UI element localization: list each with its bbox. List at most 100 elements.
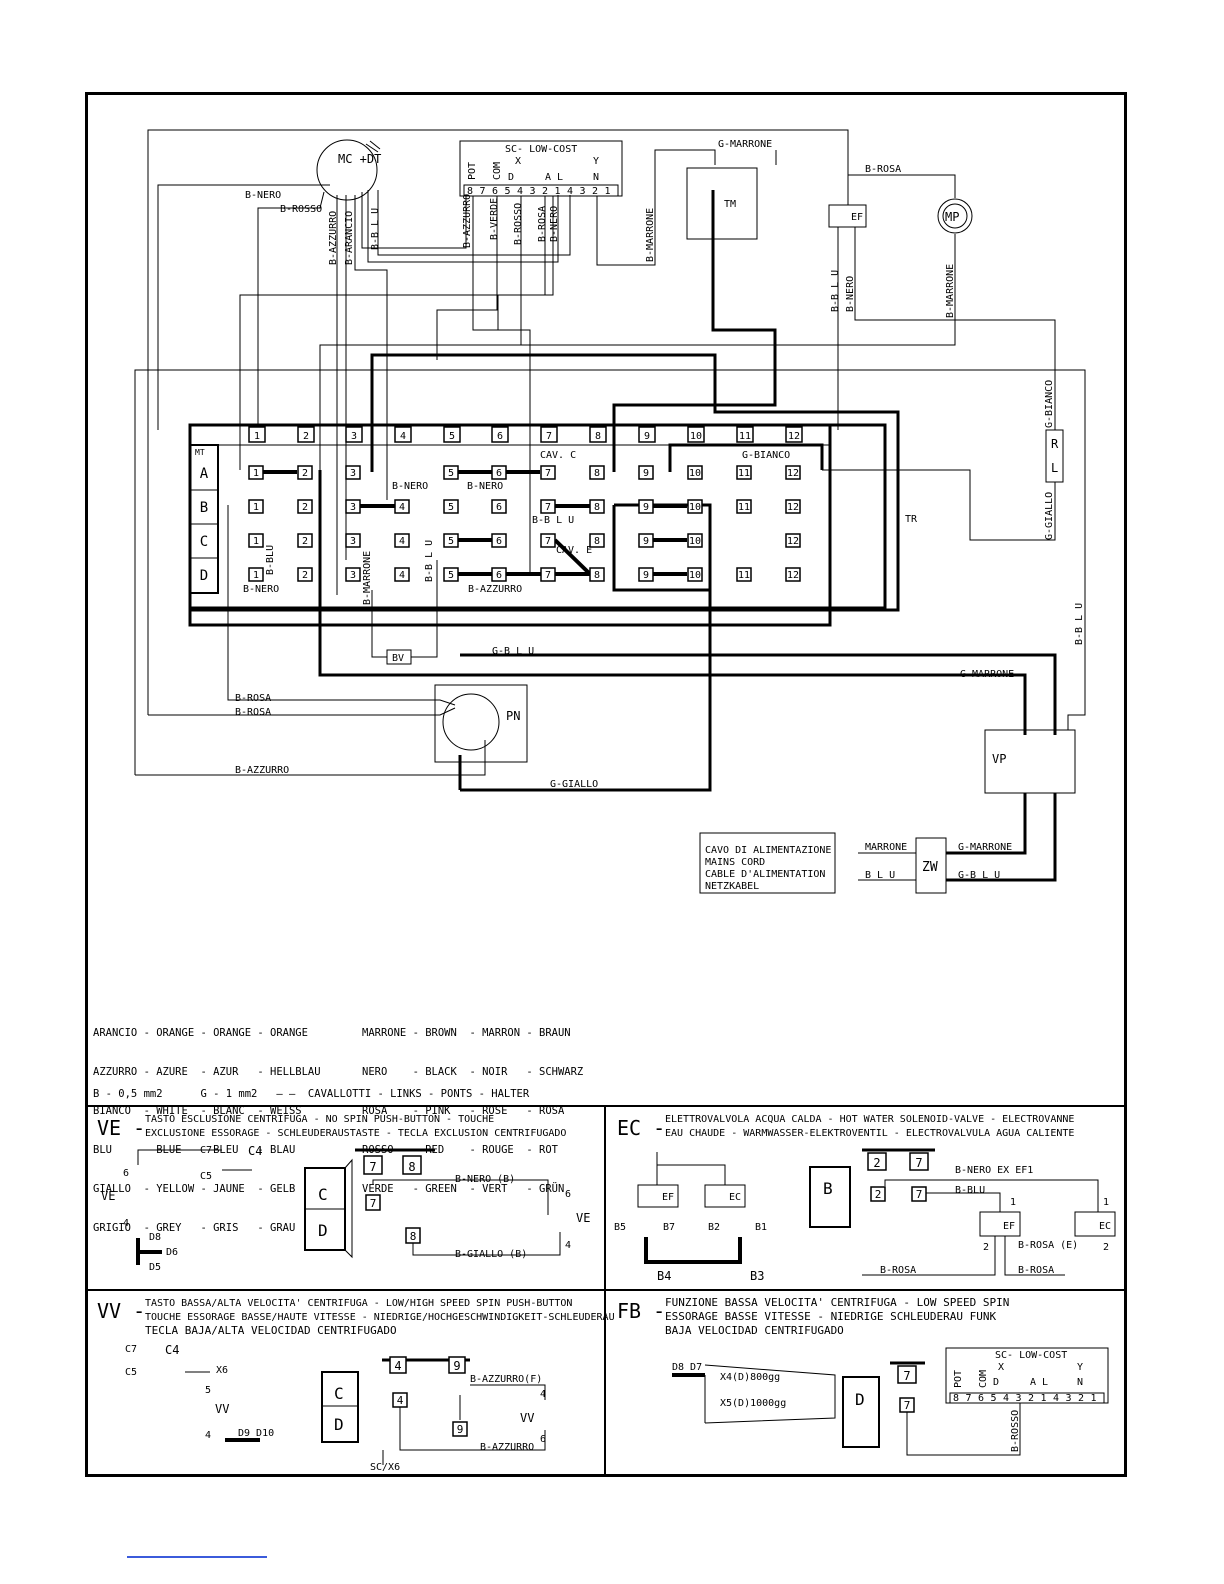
terminal-row-C-pin-7-box: [540, 533, 556, 548]
vv-azzurro: B-AZZURRO: [480, 1442, 534, 1453]
terminal-header-pin-8-box: [589, 426, 607, 443]
terminal-row-C-pin-2-box: [297, 533, 313, 548]
label-b-marrone-bd-v: B-MARRONE: [362, 551, 373, 605]
terminal-row-D-pin-11: 11: [738, 570, 750, 581]
ec-pin-2-lower: 2: [875, 1188, 882, 1201]
fb-sc-pin-1: 1: [1040, 1393, 1046, 1404]
ve-pin-8-lower-box: [405, 1227, 421, 1244]
terminal-row-A-pin-3-box: [345, 465, 361, 480]
fb-sc-pin-5: 5: [990, 1393, 996, 1404]
terminal-row-D-pin-7-box: [540, 567, 556, 582]
terminal-row-D-pin-7: 7: [545, 570, 551, 581]
footer-link-underline[interactable]: [127, 1556, 267, 1558]
ve-c4: C4: [248, 1144, 262, 1158]
terminal-row-B-pin-6: 6: [496, 502, 502, 513]
ec-pin-7-lower: 7: [916, 1188, 923, 1201]
sc-pin-8: 8: [467, 186, 473, 197]
fb-pin-7-box: [897, 1365, 917, 1384]
terminal-row-D-pin-9: 9: [643, 570, 649, 581]
vv-c7: C7: [125, 1344, 137, 1355]
vv-pc: C: [334, 1384, 344, 1403]
terminal-header-pin-12-box: [785, 426, 803, 443]
terminal-row-C-pin-5: 5: [448, 536, 454, 547]
terminal-header-pin-1-box: [248, 426, 266, 443]
ve-pin-8-box: [402, 1155, 422, 1175]
terminal-row-A-pin-1-box: [248, 465, 264, 480]
fb-sc-pin-4: 4: [1003, 1393, 1009, 1404]
label-mt: MT: [195, 448, 205, 457]
ve-label-r: VE: [576, 1211, 590, 1225]
label-sc-n: N: [593, 172, 599, 183]
label-g-bianco-v: G-BIANCO: [1044, 380, 1055, 428]
ve-d6: D6: [166, 1247, 178, 1258]
legend-right-row: MARRONE - BROWN - MARRON - BRAUN: [362, 1027, 571, 1039]
sc-pin-4: 4: [517, 186, 523, 197]
terminal-header-pin-6-box: [491, 426, 509, 443]
sc-pin-2: 2: [542, 186, 548, 197]
fb-sc-pin-7: 7: [965, 1393, 971, 1404]
fb-desc-1: FUNZIONE BASSA VELOCITA' CENTRIFUGA - LO…: [665, 1296, 1009, 1309]
terminal-row-D-pin-10: 10: [689, 570, 701, 581]
terminal-header-pin-10: 10: [690, 431, 702, 442]
terminal-row-D-pin-4: 4: [399, 570, 405, 581]
terminal-header-pin-3-box: [345, 426, 363, 443]
terminal-header-pin-2-box: [297, 426, 315, 443]
ec-desc-2: EAU CHAUDE - WARMWASSER-ELEKTROVENTIL - …: [665, 1128, 1074, 1139]
terminal-row-C-pin-9: 9: [643, 536, 649, 547]
vv-c5: C5: [125, 1367, 137, 1378]
vv-pin-4-lower-box: [392, 1392, 408, 1408]
label-mc-dt: MC +DT: [338, 152, 381, 166]
label-marrone: MARRONE: [865, 842, 907, 853]
terminal-header-pin-2: 2: [303, 431, 309, 442]
fb-pin-7-lower: 7: [904, 1399, 911, 1412]
legend-right-row: ROSA - PINK - ROSE - ROSA: [362, 1105, 565, 1117]
mains-cord-line-2: MAINS CORD: [705, 857, 765, 868]
sc-pot-label: POT: [467, 162, 478, 180]
label-sc-al: A L: [545, 172, 563, 183]
terminal-row-A-pin-12-box: [785, 465, 801, 480]
vv-x6: X6: [216, 1365, 228, 1376]
terminal-row-B-pin-1-box: [248, 499, 264, 514]
terminal-row-B-pin-3: 3: [350, 502, 356, 513]
legend-sizes: B - 0,5 mm2 G - 1 mm2 — — CAVALLOTTI - L…: [93, 1088, 530, 1100]
terminal-row-D-pin-3: 3: [350, 570, 356, 581]
ec-pin-7-box: [909, 1152, 929, 1171]
terminal-row-B-pin-8-box: [589, 499, 605, 514]
sc-pin-3: 3: [579, 186, 585, 197]
label-b-marrone-mp: B-MARRONE: [945, 264, 956, 318]
terminal-row-D-pin-1-box: [248, 567, 264, 582]
terminal-row-B-pin-12-box: [785, 499, 801, 514]
fb-sc-pot-label: POT: [953, 1370, 964, 1388]
ve-desc-1: TASTO ESCLUSIONE CENTRIFUGA - NO SPIN PU…: [145, 1114, 494, 1125]
vv-n5: 5: [205, 1385, 211, 1396]
label-sc-x: X: [515, 156, 521, 167]
fb-sc-n: N: [1077, 1377, 1083, 1388]
sc-pin-7: 7: [479, 186, 485, 197]
vv-desc-3: TECLA BAJA/ALTA VELOCIDAD CENTRIFUGADO: [145, 1324, 397, 1337]
terminal-row-D-pin-8-box: [589, 567, 605, 582]
terminal-row-D-pin-5: 5: [448, 570, 454, 581]
label-b-blu-v1: B-B L U: [370, 208, 381, 250]
label-b-rosso: B-ROSSO: [280, 204, 322, 215]
terminal-row-D-pin-11-box: [736, 567, 752, 582]
vv-c4: C4: [165, 1343, 179, 1357]
ve-n4-r: 4: [565, 1240, 571, 1251]
fb-d8d7: D8 D7: [672, 1362, 702, 1373]
label-sc-y: Y: [593, 156, 599, 167]
terminal-row-D-pin-4-box: [394, 567, 410, 582]
terminal-row-C-pin-3: 3: [350, 536, 356, 547]
label-g-bianco-bd: G-BIANCO: [742, 450, 790, 461]
ec-nero-ex: B-NERO EX EF1: [955, 1165, 1033, 1176]
ve-nero-b: B-NERO (B): [455, 1174, 515, 1185]
terminal-header-pin-7-box: [540, 426, 558, 443]
label-g-marrone-mid: G-MARRONE: [960, 669, 1014, 680]
label-blu: B L U: [865, 870, 895, 881]
label-b-blu-ef: B-B L U: [830, 270, 841, 312]
mp-motor: [937, 198, 973, 234]
ve-label: VE: [101, 1189, 115, 1203]
ve-pc: C: [318, 1185, 328, 1204]
terminal-row-C-pin-1: 1: [253, 536, 259, 547]
legend-left-row: BIANCO - WHITE - BLANC - WEISS: [93, 1105, 302, 1117]
terminal-row-D-pin-8: 8: [594, 570, 600, 581]
ve-c7: C7: [200, 1145, 212, 1156]
